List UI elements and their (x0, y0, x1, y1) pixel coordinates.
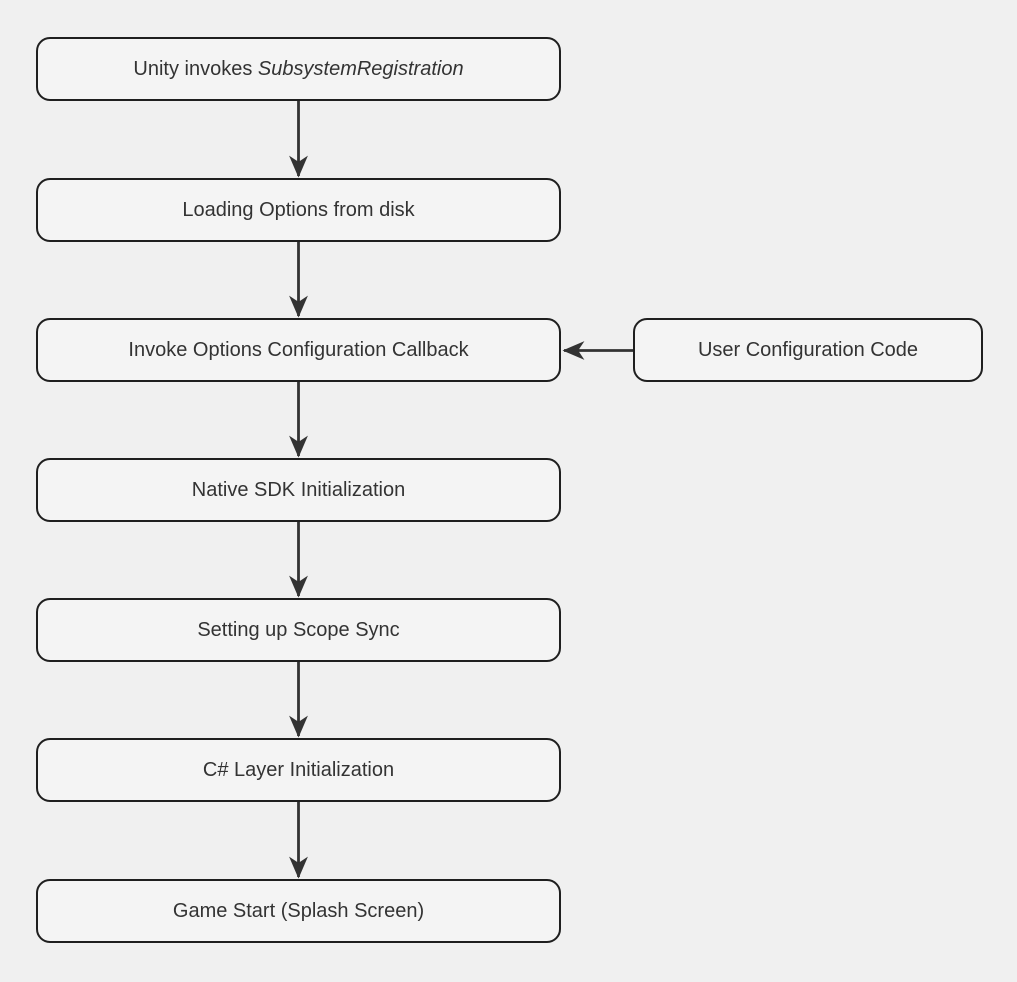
node-label: Invoke Options Configuration Callback (128, 339, 469, 361)
node-label: Loading Options from disk (182, 199, 415, 221)
flow-node-invoke-options-callback: Invoke Options Configuration Callback (36, 318, 561, 382)
node-label: Setting up Scope Sync (197, 619, 400, 641)
flow-node-csharp-layer-init: C# Layer Initialization (36, 738, 561, 802)
node-label: Game Start (Splash Screen) (172, 900, 425, 922)
node-label: User Configuration Code (697, 339, 919, 361)
flow-node-user-config-code: User Configuration Code (633, 318, 983, 382)
node-label: C# Layer Initialization (202, 759, 395, 781)
flow-node-subsystem-registration: Unity invokes SubsystemRegistration (36, 37, 561, 101)
flow-node-loading-options: Loading Options from disk (36, 178, 561, 242)
node-label: Unity invokes SubsystemRegistration (133, 58, 464, 80)
flow-node-scope-sync: Setting up Scope Sync (36, 598, 561, 662)
flow-node-game-start: Game Start (Splash Screen) (36, 879, 561, 943)
node-label: Native SDK Initialization (191, 479, 406, 501)
flow-node-native-sdk-init: Native SDK Initialization (36, 458, 561, 522)
